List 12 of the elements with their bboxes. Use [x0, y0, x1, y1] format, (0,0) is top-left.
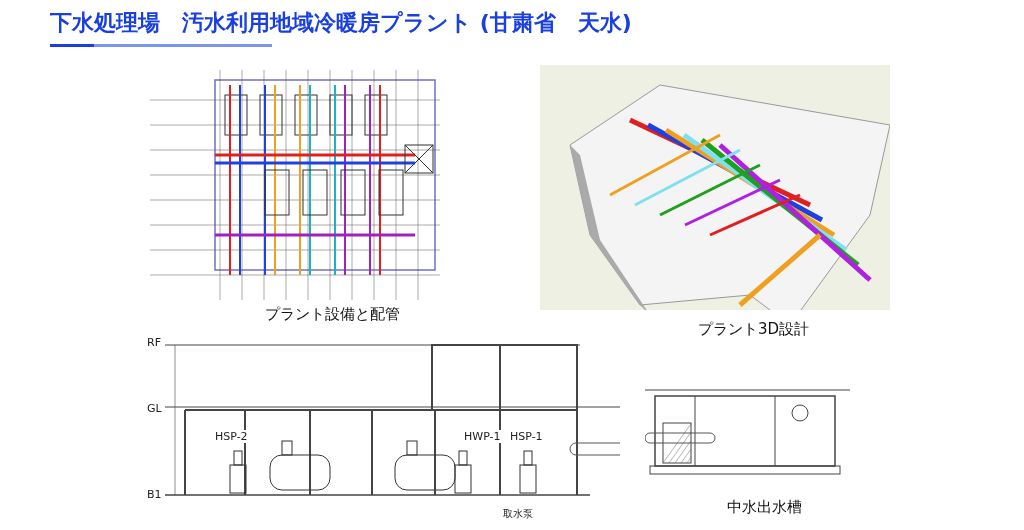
page-title: 下水処理場 汚水利用地域冷暖房プラント (甘粛省 天水) [50, 9, 632, 37]
plant-3d-drawing [540, 65, 890, 310]
equipment-label: HWP-1 [463, 430, 502, 443]
picture-caption: プラント3D設計 [698, 320, 810, 339]
level-mark: B1 [146, 488, 163, 501]
equipment-label: 取水泵 [502, 508, 534, 520]
level-mark: RF [146, 336, 162, 349]
equipment-label: HSP-2 [214, 430, 249, 443]
level-mark: GL [146, 402, 163, 415]
equipment-label: HSP-1 [509, 430, 544, 443]
picture-caption: 中水出水槽 [727, 498, 802, 517]
picture-caption: プラント設備と配管 [265, 305, 400, 324]
